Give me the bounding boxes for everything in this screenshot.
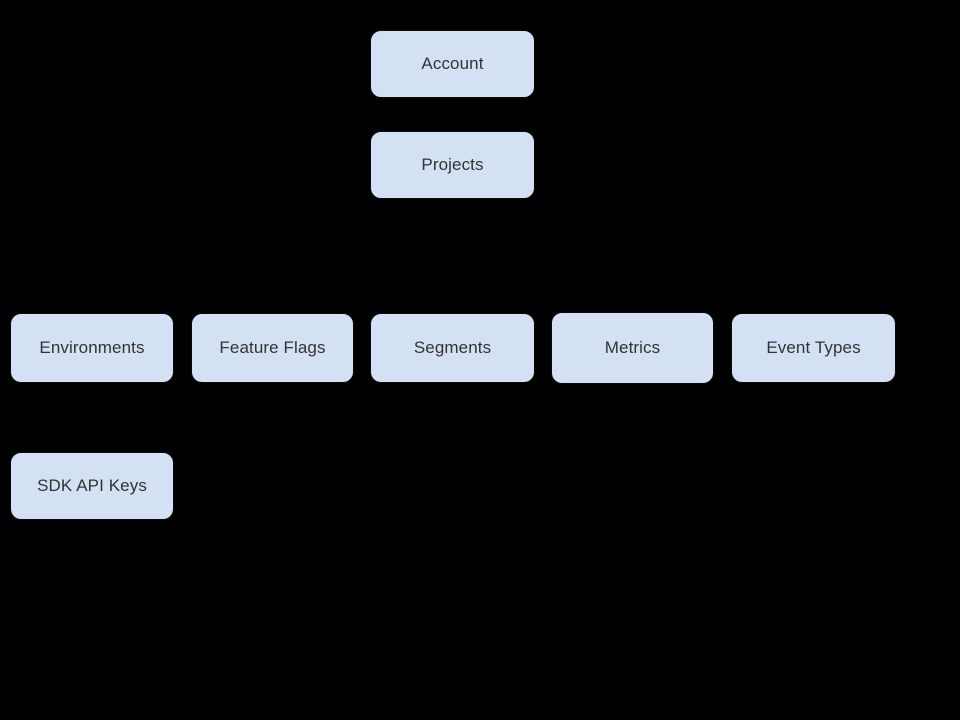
node-event-types[interactable]: Event Types: [731, 313, 896, 383]
node-feature-flags[interactable]: Feature Flags: [191, 313, 354, 383]
node-segments[interactable]: Segments: [370, 313, 535, 383]
node-sdk-api-keys[interactable]: SDK API Keys: [10, 452, 174, 520]
node-environments[interactable]: Environments: [10, 313, 174, 383]
node-label-account: Account: [421, 53, 484, 73]
node-label-event-types: Event Types: [766, 337, 861, 357]
node-label-environments: Environments: [39, 337, 145, 357]
node-projects[interactable]: Projects: [370, 131, 535, 199]
node-account[interactable]: Account: [370, 30, 535, 98]
node-label-segments: Segments: [413, 337, 492, 357]
node-label-sdk-api-keys: SDK API Keys: [37, 475, 147, 495]
node-label-projects: Projects: [421, 154, 484, 174]
node-label-feature-flags: Feature Flags: [219, 337, 326, 357]
node-metrics[interactable]: Metrics: [551, 312, 714, 384]
node-label-metrics: Metrics: [604, 337, 661, 357]
